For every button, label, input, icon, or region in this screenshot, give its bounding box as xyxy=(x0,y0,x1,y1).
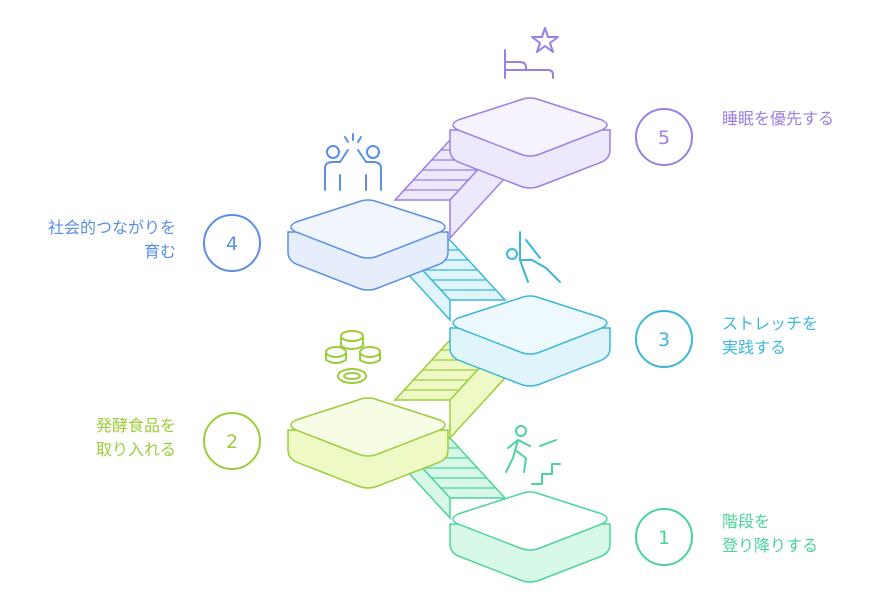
step-circle-2: 2 xyxy=(203,412,261,470)
step-label-2: 発酵食品を 取り入れる xyxy=(96,416,176,459)
step-label-3: ストレッチを 実践する xyxy=(722,314,818,357)
svg-text:登り降りする: 登り降りする xyxy=(722,536,818,555)
step-circle-4: 4 xyxy=(203,214,261,272)
platform-3 xyxy=(449,295,611,387)
step-label-1: 階段を 登り降りする xyxy=(722,512,818,555)
svg-text:育む: 育む xyxy=(144,242,176,261)
step-circle-3: 3 xyxy=(635,310,693,368)
stretching-person-icon xyxy=(506,231,561,283)
platform-1 xyxy=(449,491,611,583)
step-circle-5: 5 xyxy=(635,108,693,166)
svg-text:社会的つながりを: 社会的つながりを xyxy=(48,218,176,237)
platform-4 xyxy=(287,199,449,291)
svg-text:5: 5 xyxy=(658,127,670,149)
svg-text:実践する: 実践する xyxy=(722,338,786,357)
stair-climbing-person-icon xyxy=(505,425,561,485)
svg-text:発酵食品を: 発酵食品を xyxy=(96,416,176,435)
bed-star-icon xyxy=(504,27,559,79)
step-label-5: 睡眠を優先する xyxy=(722,109,834,128)
svg-text:2: 2 xyxy=(226,431,238,453)
svg-text:1: 1 xyxy=(658,527,670,549)
high-five-icon xyxy=(324,133,382,191)
svg-text:4: 4 xyxy=(226,233,238,255)
fermented-food-jars-icon xyxy=(325,330,381,384)
svg-text:階段を: 階段を xyxy=(722,512,770,531)
svg-text:3: 3 xyxy=(658,329,670,351)
step-circle-1: 1 xyxy=(635,508,693,566)
platform-5 xyxy=(449,97,611,189)
platform-2 xyxy=(287,397,449,489)
svg-text:睡眠を優先する: 睡眠を優先する xyxy=(722,109,834,128)
svg-text:ストレッチを: ストレッチを xyxy=(722,314,818,333)
svg-text:取り入れる: 取り入れる xyxy=(96,440,176,459)
step-label-4: 社会的つながりを 育む xyxy=(48,218,176,261)
